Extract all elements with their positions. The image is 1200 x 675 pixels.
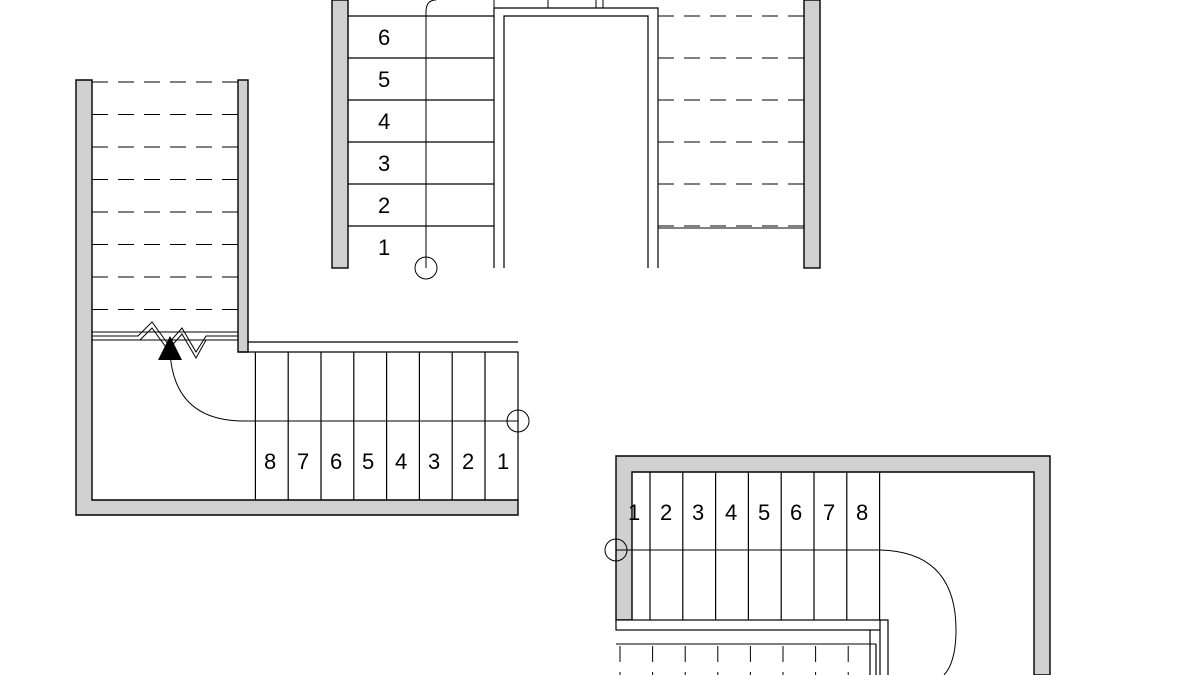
stair-b-tread-number: 3: [428, 449, 440, 474]
stair-c-walkline: [616, 549, 957, 675]
stair-b-inner-wall: [237, 79, 249, 353]
walkline-start-circle-icon: [414, 256, 438, 280]
stair-c-tread-number: 7: [823, 500, 835, 525]
stair-a-left-wall: [331, 0, 349, 269]
stair-c-tread-number: 3: [692, 500, 704, 525]
stair-a-tread-number: 2: [378, 193, 390, 218]
walkline-start-circle-icon: [506, 409, 530, 433]
up-direction-arrow-icon: [158, 336, 182, 360]
stair-b-tread-number: 6: [330, 449, 342, 474]
stair-c-rail-end: [869, 619, 889, 675]
stair-a-center-well: [493, 7, 659, 268]
stair-c-tread-number: 4: [725, 500, 737, 525]
break-line-icon: [92, 327, 238, 360]
stair-b-tread-number: 4: [395, 449, 407, 474]
stair-c-tread-number: 5: [758, 500, 770, 525]
stair-a: 1 2 3 4 5 6: [331, 0, 821, 280]
stair-a-right-wall: [803, 0, 821, 269]
stair-b-tread-number: 1: [497, 449, 509, 474]
stair-c-outer-wall: [615, 455, 1051, 675]
stair-a-tread-number: 1: [378, 235, 390, 260]
stair-c-tread-number: 6: [790, 500, 802, 525]
stair-b-tread-number: 8: [264, 449, 276, 474]
stair-c-tread-number: 8: [856, 500, 868, 525]
stair-b-tread-number: 7: [297, 449, 309, 474]
stair-c-tread-number: 2: [660, 500, 672, 525]
stair-a-tread-number: 4: [378, 109, 390, 134]
stair-a-walkline: [425, 0, 437, 268]
stair-b: 1 2 3 4 5 6 7 8: [75, 79, 530, 516]
stair-c: 1 2 3 4 5 6 7 8: [604, 455, 1051, 675]
stair-c-hidden-treads: [619, 646, 849, 675]
break-line-icon: [92, 321, 238, 353]
walkline-start-circle-icon: [604, 538, 628, 562]
stair-b-tread-number: 2: [462, 449, 474, 474]
stair-a-hidden-treads: [658, 15, 804, 229]
stair-b-tread-number: 5: [362, 449, 374, 474]
stair-a-tread-number: 5: [378, 67, 390, 92]
stair-c-treads: [649, 472, 881, 620]
stair-b-walkline: [169, 351, 518, 422]
stair-b-treads: [254, 352, 486, 500]
stair-a-tread-number: 3: [378, 151, 390, 176]
stair-a-treads: [348, 15, 494, 227]
stair-c-tread-number: 1: [628, 500, 640, 525]
stair-c-center-rail: [615, 619, 881, 631]
stair-b-hidden-treads: [92, 81, 238, 310]
stair-a-tread-number: 6: [378, 25, 390, 50]
stair-b-rail: [238, 341, 519, 500]
